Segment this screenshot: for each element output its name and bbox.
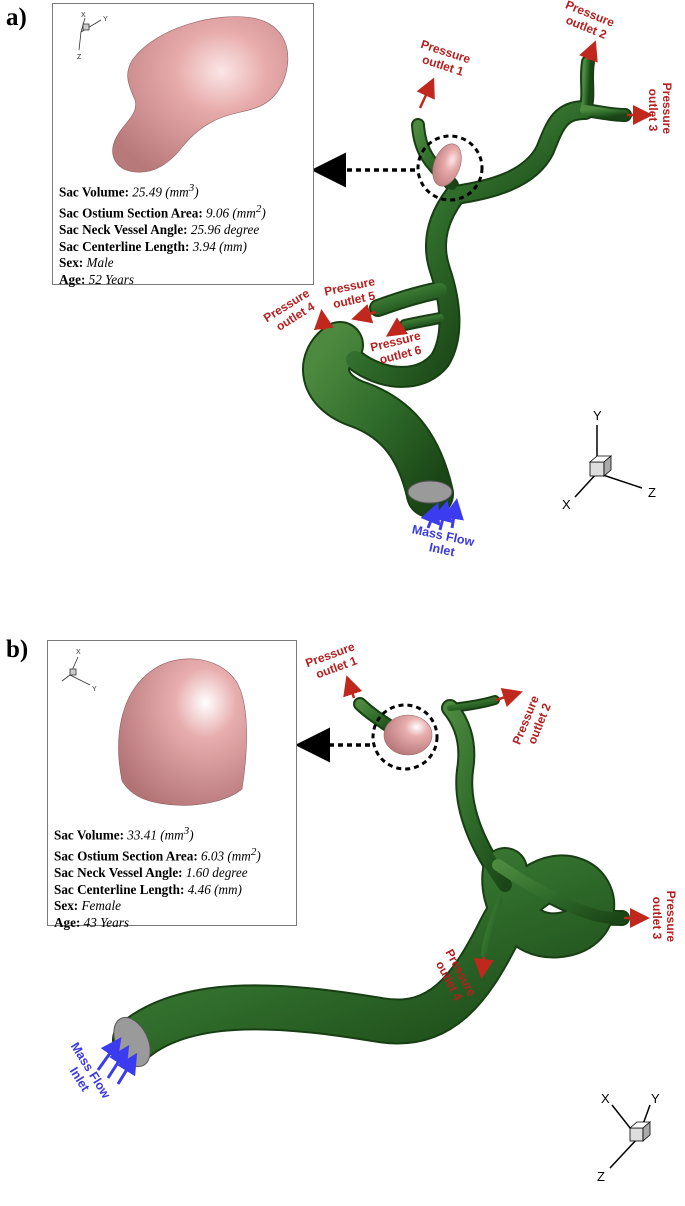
stat-row: Sac Neck Vessel Angle: 25.96 degree [59,221,260,237]
mini-axis-label-y: Y [92,686,97,693]
outlet-label-2: Pressure outlet 2 [558,0,619,44]
vessel-geometry-b: Pressure outlet 1 Pressure outlet 2 Pres… [56,638,678,1184]
outlet-arrow-5 [351,304,377,324]
stat-row: Sac Ostium Section Area: 6.03 (mm2) [54,845,261,864]
outlet-arrow-1 [343,675,363,699]
aneurysm-sac-render: X Y [61,649,247,806]
outlet-label-2: Pressure outlet 2 [510,691,556,752]
outlet-arrow-6 [385,317,409,337]
panel-b: b) [0,600,685,1206]
stat-row: Age: 43 Years [54,914,129,930]
stat-row: Sac Ostium Section Area: 9.06 (mm2) [59,202,266,221]
inlet-arrows [96,1037,138,1085]
aneurysm-sac [118,658,247,806]
axis-label-z: Z [648,485,656,500]
mini-axis-label-y: Y [103,16,108,23]
stat-row: Sac Centerline Length: 3.94 (mm) [59,238,247,254]
mini-axis-triad [61,656,91,686]
aneurysm-highlight-circle [371,703,439,771]
outlet-label-1: Pressure outlet 1 [415,37,476,81]
aneurysm-sac [112,16,289,173]
mini-axis-label-z: Z [77,54,82,61]
aneurysm-stats: Sac Volume: 25.49 (mm3) Sac Ostium Secti… [59,180,266,288]
inlet-label: Mass Flow Inlet [408,522,479,563]
inlet-arrows [420,498,464,531]
outlet-label-4: Pressure outlet 4 [261,284,322,337]
stat-row: Age: 52 Years [59,271,134,287]
axis-label-x: X [601,1091,610,1106]
axis-label-x: X [562,497,571,512]
outlet-arrow-4 [473,956,494,979]
inlet-label: Mass Flow Inlet [56,1040,115,1111]
axis-label-y: Y [651,1091,660,1106]
stat-row: Sex: Female [54,898,122,914]
vessel-geometry-a: Pressure outlet 1 Pressure outlet 2 Pres… [261,0,674,563]
axis-triad [574,425,643,498]
axis-triad [609,1104,652,1169]
aneurysm-in-situ [383,714,433,756]
stat-row: Sac Volume: 25.49 (mm3) [59,182,199,200]
axis-label-y: Y [593,408,602,423]
panel-a: a) [0,0,685,590]
aneurysm-info-box: X Y Z Sac Volume: 25.49 (mm3) Sac Ostium… [52,3,314,288]
mini-axis-label-x: X [81,12,86,19]
outlet-label-1: Pressure outlet 1 [304,638,365,683]
stat-row: Sex: Male [59,255,114,271]
aneurysm-highlight-circle [416,134,484,202]
mini-axis-triad [78,17,102,51]
stat-row: Sac Centerline Length: 4.46 (mm) [54,881,242,897]
stat-row: Sac Volume: 33.41 (mm3) [54,825,194,843]
outlet-arrow-2 [579,40,598,63]
outlet-label-3: Pressure outlet 3 [650,891,678,946]
stat-row: Sac Neck Vessel Angle: 1.60 degree [54,864,248,880]
axis-label-z: Z [597,1169,605,1184]
inlet-cap [407,480,453,504]
outlet-arrow-2 [495,688,523,708]
aneurysm-info-box: X Y Sac Volume: 33.41 (mm3) Sac Ostium S… [47,640,297,930]
panel-label: b) [6,636,29,663]
outlet-arrow-1 [416,77,435,109]
aneurysm-sac-render: X Y Z [77,12,289,173]
outlet-arrow-4 [313,309,334,331]
mini-axis-label-x: X [76,649,81,656]
outlet-label-3: Pressure outlet 3 [646,83,674,138]
aneurysm-stats: Sac Volume: 33.41 (mm3) Sac Ostium Secti… [54,823,261,931]
panel-label: a) [6,4,27,31]
aneurysm-in-situ [432,143,462,187]
